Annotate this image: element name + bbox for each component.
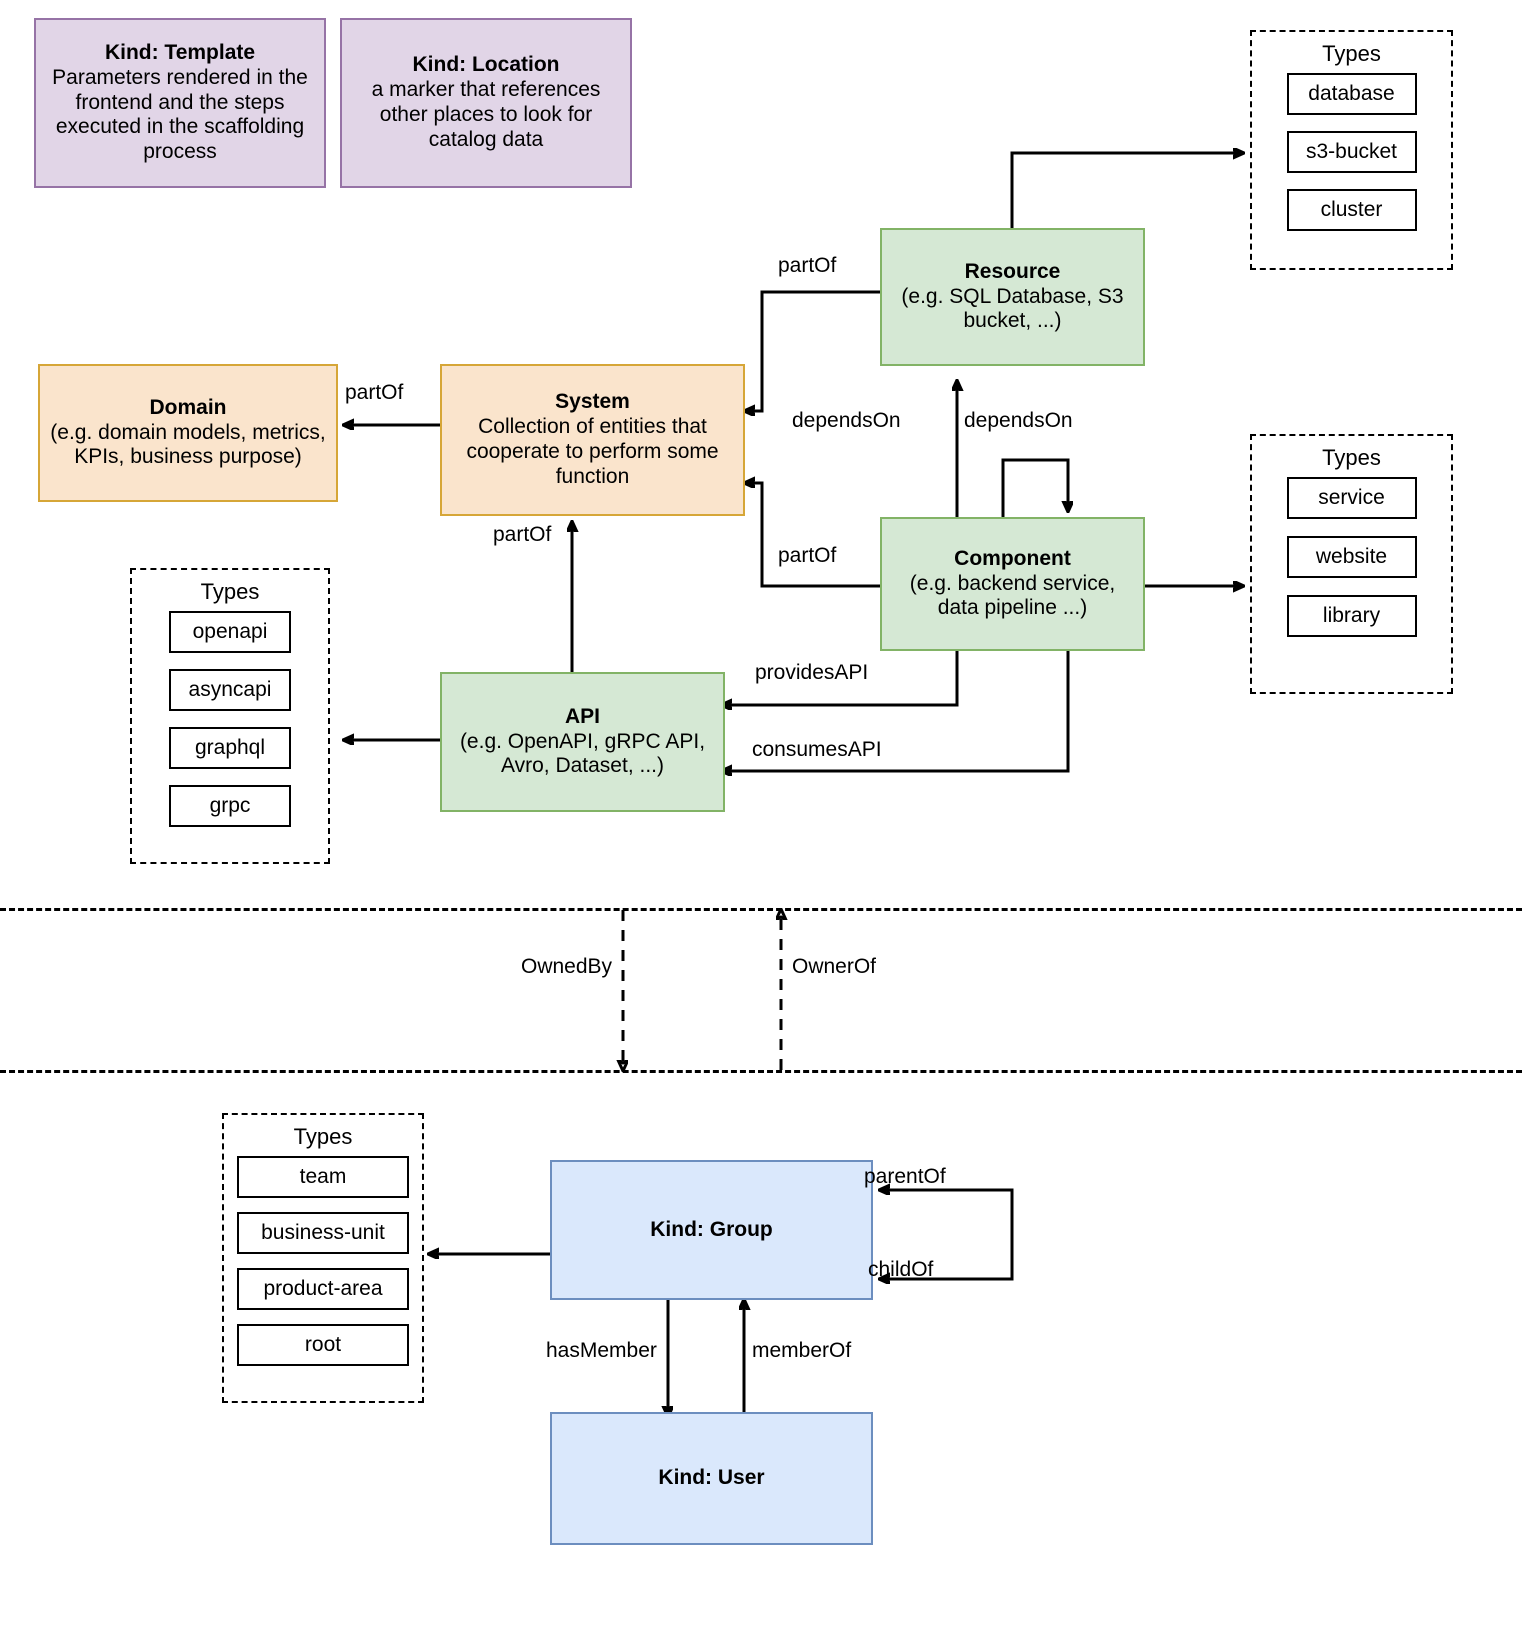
separator-bottom	[0, 1070, 1522, 1073]
type-chip[interactable]: product-area	[237, 1268, 409, 1310]
types-group-resource: Types database s3-bucket cluster	[1250, 30, 1453, 270]
wire-component-partof-system	[745, 483, 880, 588]
node-kind-group[interactable]: Kind: Group	[550, 1160, 873, 1300]
node-title: Kind: Template	[104, 41, 256, 65]
node-title: Kind: Location	[412, 53, 560, 77]
node-resource[interactable]: Resource (e.g. SQL Database, S3 bucket, …	[880, 228, 1145, 366]
node-title: Resource	[964, 259, 1061, 283]
edge-label-component-dependson-component: dependsOn	[964, 409, 1073, 432]
edge-label-api-partof-system: partOf	[493, 523, 552, 546]
edge-label-component-partof-system: partOf	[778, 544, 837, 567]
type-chip[interactable]: s3-bucket	[1286, 131, 1417, 173]
wire-resource-to-types	[1010, 153, 1243, 237]
edge-label-group-parentof: parentOf	[864, 1165, 946, 1188]
type-chip[interactable]: business-unit	[237, 1212, 409, 1254]
type-chip[interactable]: website	[1286, 536, 1417, 578]
node-kind-user[interactable]: Kind: User	[550, 1412, 873, 1545]
types-label: Types	[1322, 445, 1381, 470]
edge-label-component-consumesapi: consumesAPI	[752, 738, 882, 761]
edge-label-resource-partof-system: partOf	[778, 254, 837, 277]
edge-label-component-dependson-resource: dependsOn	[792, 409, 901, 432]
node-kind-template[interactable]: Kind: Template Parameters rendered in th…	[34, 18, 326, 188]
types-label: Types	[200, 579, 260, 604]
node-api[interactable]: API (e.g. OpenAPI, gRPC API, Avro, Datas…	[440, 672, 725, 812]
types-group-component: Types service website library	[1250, 434, 1453, 694]
type-chip[interactable]: graphql	[169, 727, 291, 769]
type-chip[interactable]: root	[237, 1324, 409, 1366]
node-subtitle: (e.g. OpenAPI, gRPC API, Avro, Dataset, …	[459, 729, 706, 778]
node-subtitle: Collection of entities that cooperate to…	[466, 415, 719, 488]
type-chip[interactable]: team	[237, 1156, 409, 1198]
types-label: Types	[1322, 41, 1381, 66]
separator-top	[0, 908, 1522, 911]
edge-label-user-memberof: memberOf	[752, 1339, 852, 1362]
type-chip[interactable]: openapi	[169, 611, 291, 653]
wire-resource-partof-system	[745, 290, 880, 411]
node-title: Kind: User	[658, 1466, 765, 1490]
node-component[interactable]: Component (e.g. backend service, data pi…	[880, 517, 1145, 651]
edge-label-ownerof: OwnerOf	[792, 955, 877, 978]
edge-label-group-hasmember: hasMember	[546, 1339, 657, 1362]
type-chip[interactable]: database	[1286, 73, 1417, 115]
node-domain[interactable]: Domain (e.g. domain models, metrics, KPI…	[38, 364, 338, 502]
type-chip[interactable]: service	[1286, 477, 1417, 519]
edge-label-system-partof-domain: partOf	[345, 381, 404, 404]
node-subtitle: (e.g. domain models, metrics, KPIs, busi…	[50, 420, 326, 469]
types-group-group: Types team business-unit product-area ro…	[222, 1113, 424, 1403]
type-chip[interactable]: library	[1286, 595, 1417, 637]
types-group-api: Types openapi asyncapi graphql grpc	[130, 568, 330, 864]
edge-label-group-childof: childOf	[868, 1258, 934, 1281]
node-title: Kind: Group	[650, 1217, 773, 1241]
edge-label-ownedby: OwnedBy	[521, 955, 613, 978]
type-chip[interactable]: cluster	[1286, 189, 1417, 231]
types-label: Types	[293, 1124, 353, 1149]
wire-component-dependson-component	[1001, 458, 1068, 517]
node-title: Domain	[149, 395, 227, 419]
node-subtitle: a marker that references other places to…	[371, 78, 601, 151]
node-system[interactable]: System Collection of entities that coope…	[440, 364, 745, 516]
node-kind-location[interactable]: Kind: Location a marker that references …	[340, 18, 632, 188]
node-subtitle: Parameters rendered in the frontend and …	[52, 65, 308, 164]
node-title: System	[555, 390, 630, 414]
node-subtitle: (e.g. backend service, data pipeline ...…	[909, 571, 1116, 620]
node-subtitle: (e.g. SQL Database, S3 bucket, ...)	[901, 284, 1124, 333]
node-title: Component	[954, 546, 1071, 570]
edge-label-component-providesapi: providesAPI	[755, 661, 869, 684]
type-chip[interactable]: asyncapi	[169, 669, 291, 711]
type-chip[interactable]: grpc	[169, 785, 291, 827]
node-title: API	[564, 704, 600, 728]
